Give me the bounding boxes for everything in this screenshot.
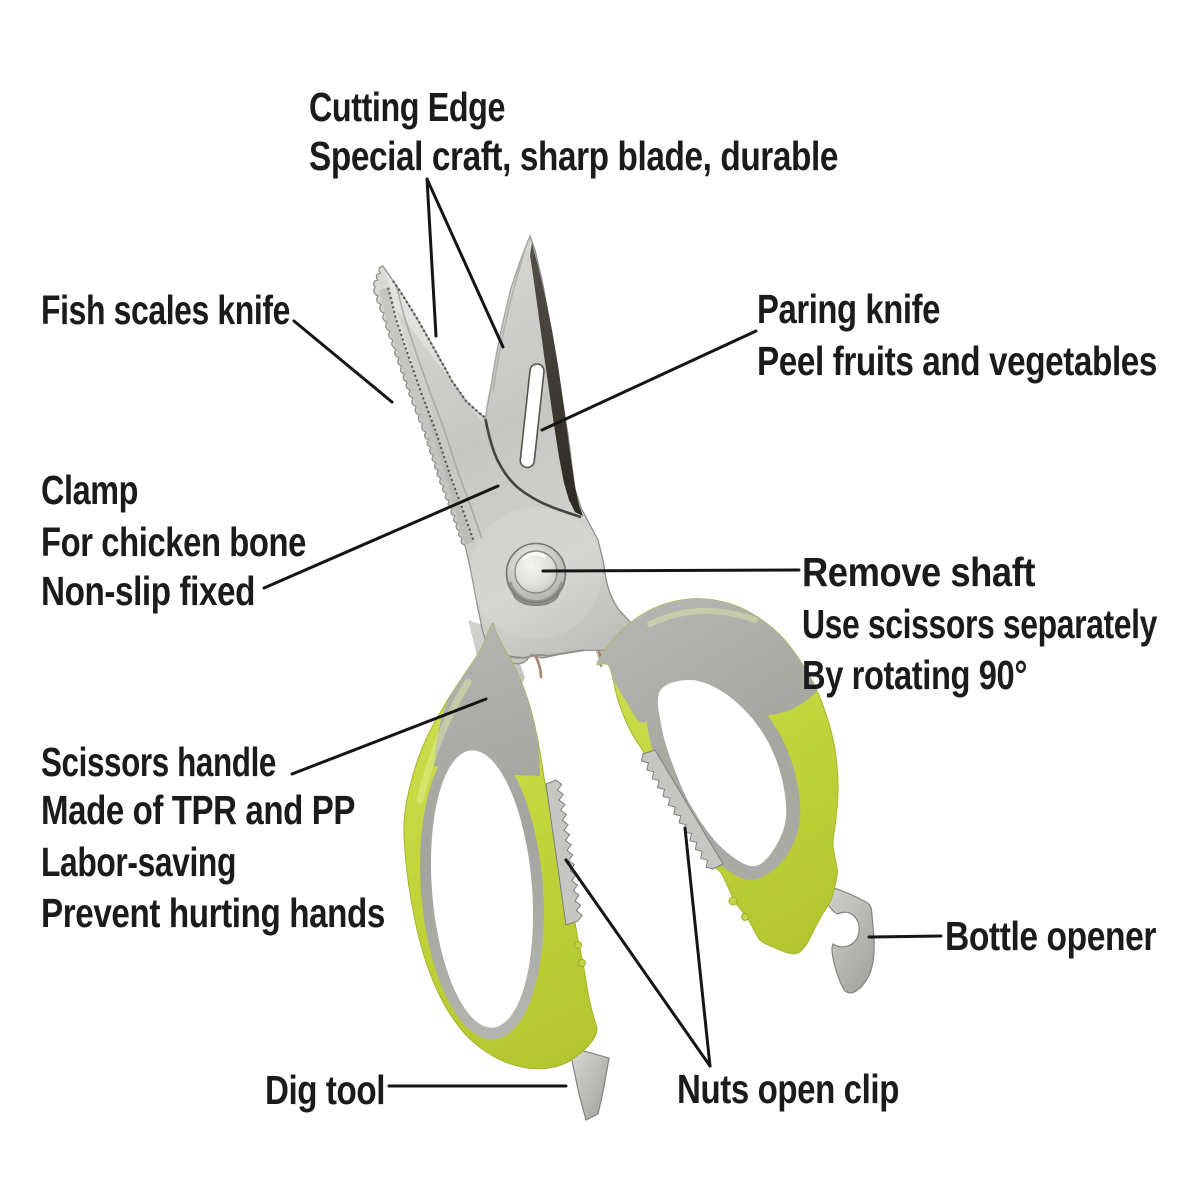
label-remove-shaft-line3: By rotating 90° <box>802 651 1084 699</box>
label-remove-shaft-line2: Use scissors separately <box>802 600 1200 648</box>
clamp-seam <box>484 418 582 519</box>
label-cutting-edge-line1: Cutting Edge <box>309 83 558 131</box>
right-handle <box>596 598 839 955</box>
right-handle-grey-top <box>597 598 819 723</box>
pivot-button-highlight <box>520 552 547 562</box>
label-paring-knife-line1-text: Paring knife <box>757 286 940 332</box>
label-clamp-line3: Non-slip fixed <box>41 567 305 615</box>
fish-scale-bevel-line <box>395 285 483 540</box>
leader-bottle-opener <box>867 934 943 939</box>
leader-clamp <box>262 484 500 590</box>
paring-blade-slot <box>519 363 545 469</box>
pivot-ring-shadow <box>506 581 566 606</box>
label-nuts-clip-line1-text: Nuts open clip <box>677 1066 899 1112</box>
label-cutting-edge-line2-text: Special craft, sharp blade, durable <box>309 133 838 179</box>
leader-nuts-clip-1 <box>564 858 712 1068</box>
label-scissors-handle-line2: Made of TPR and PP <box>41 786 431 834</box>
label-cutting-edge-line2: Special craft, sharp blade, durable <box>309 132 959 180</box>
pivot-assembly <box>505 542 567 607</box>
label-clamp-line1: Clamp <box>41 466 164 514</box>
label-remove-shaft-line3-text: By rotating 90° <box>802 652 1027 698</box>
steel-body <box>373 234 653 674</box>
right-handle-hole <box>657 679 787 867</box>
leader-scissors-handle <box>290 697 488 776</box>
label-clamp-line3-text: Non-slip fixed <box>41 568 255 614</box>
left-handle-hole <box>430 750 534 1028</box>
label-dig-tool-line1-text: Dig tool <box>265 1067 385 1113</box>
label-clamp-line2-text: For chicken bone <box>41 519 306 565</box>
left-handle-highlight <box>416 678 472 804</box>
label-scissors-handle-line1: Scissors handle <box>41 738 348 786</box>
label-paring-knife-line2-text: Peel fruits and vegetables <box>757 338 1157 384</box>
micro-teeth <box>392 280 486 418</box>
label-paring-knife-line1: Paring knife <box>757 285 986 333</box>
label-scissors-handle-line3-text: Labor-saving <box>41 839 236 885</box>
blades-silhouette <box>373 234 653 674</box>
fish-scale-fine-serration <box>387 287 475 543</box>
label-scissors-handle-line4-text: Prevent hurting hands <box>41 890 385 936</box>
label-paring-knife-line2: Peel fruits and vegetables <box>757 337 1200 385</box>
label-remove-shaft-line1-text: Remove shaft <box>802 549 1035 595</box>
label-fish-scales-line1-text: Fish scales knife <box>41 287 290 333</box>
paring-blade-bevel <box>492 249 526 393</box>
right-handle-highlight <box>647 607 758 627</box>
label-remove-shaft-line1: Remove shaft <box>802 548 1065 596</box>
label-cutting-edge-line1-text: Cutting Edge <box>309 84 505 130</box>
label-remove-shaft-line2-text: Use scissors separately <box>802 601 1157 647</box>
right-handle-nub-1 <box>728 896 738 906</box>
label-bottle-opener-line1: Bottle opener <box>945 912 1200 960</box>
leader-fish-scales <box>292 319 394 404</box>
label-dig-tool-line1: Dig tool <box>265 1066 414 1114</box>
left-handle <box>403 622 598 1070</box>
paring-blade-dark-edge <box>530 243 583 516</box>
label-scissors-handle-line3: Labor-saving <box>41 838 292 886</box>
dig-tool <box>570 1047 610 1121</box>
bottle-opener <box>810 881 875 994</box>
leader-lines <box>262 177 943 1088</box>
fish-scale-bevel-band <box>379 287 474 545</box>
label-scissors-handle-line2-text: Made of TPR and PP <box>41 787 355 833</box>
label-bottle-opener-line1-text: Bottle opener <box>945 913 1156 959</box>
label-scissors-handle-line4: Prevent hurting hands <box>41 889 466 937</box>
left-nuts-clip-serration <box>545 779 583 926</box>
label-scissors-handle-line1-text: Scissors handle <box>41 739 276 785</box>
label-fish-scales-line1: Fish scales knife <box>41 286 361 334</box>
leader-remove-shaft <box>541 568 801 573</box>
leader-nuts-clip-2 <box>683 826 712 1068</box>
left-handle-nub-1 <box>574 941 582 949</box>
label-nuts-clip-line1: Nuts open clip <box>677 1065 952 1113</box>
right-nuts-clip-serration <box>640 749 724 870</box>
label-clamp-line2: For chicken bone <box>41 518 372 566</box>
leader-cutting-edge-1 <box>425 177 438 338</box>
leader-cutting-edge-2 <box>425 177 505 349</box>
label-clamp-line1-text: Clamp <box>41 467 138 513</box>
leader-paring-knife <box>540 329 758 432</box>
left-handle-nub-2 <box>578 959 586 967</box>
right-handle-nub-2 <box>741 913 749 921</box>
